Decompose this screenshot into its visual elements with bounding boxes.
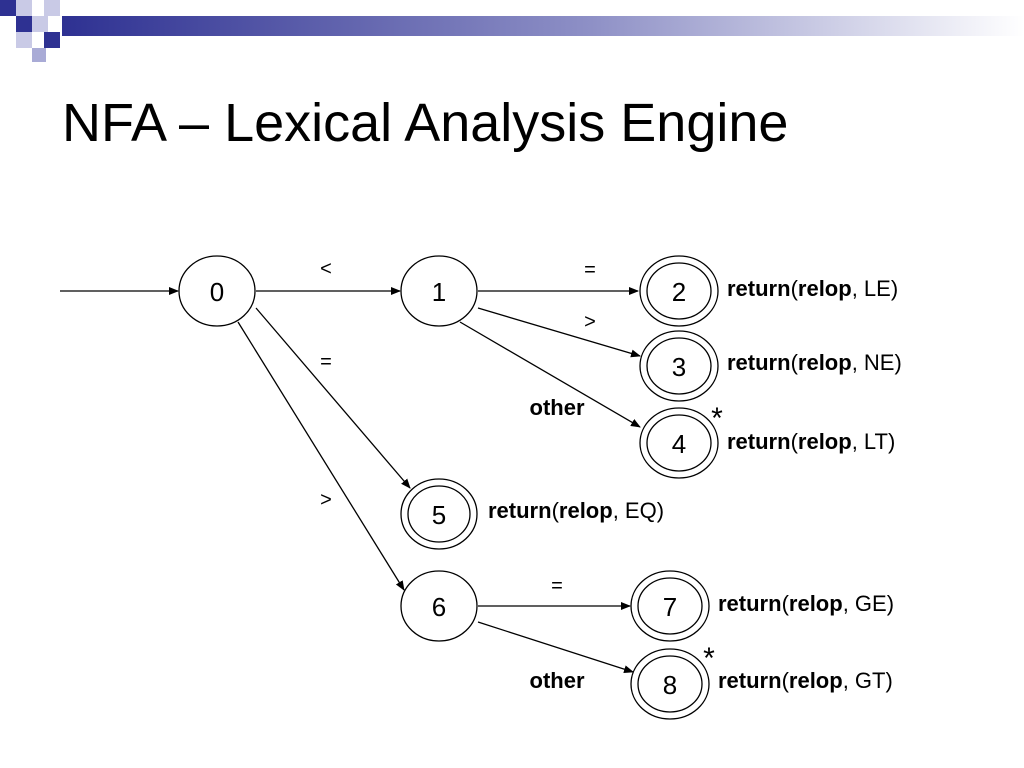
- action-state-3: return(relop, NE): [727, 350, 902, 375]
- state-7: 7: [630, 570, 710, 642]
- edge-1-4: [459, 321, 641, 428]
- edge-label-6-7: =: [551, 575, 563, 597]
- retract-marker-4: *: [711, 402, 723, 435]
- edge-label-6-8: other: [530, 668, 585, 693]
- state-label: 3: [672, 352, 686, 382]
- edge-0-6: [237, 321, 405, 591]
- state-8: 8: [630, 648, 710, 720]
- edge-0-5: [255, 307, 411, 489]
- state-0: 0: [178, 255, 256, 327]
- state-5: 5: [400, 478, 478, 550]
- state-4: 4: [639, 407, 719, 479]
- deco-square: [16, 32, 32, 48]
- edge-labels: < = > other = > = other: [320, 258, 596, 693]
- deco-square: [16, 16, 32, 32]
- action-state-7: return(relop, GE): [718, 591, 894, 616]
- header-decoration: [0, 0, 1024, 62]
- action-state-8: return(relop, GT): [718, 668, 893, 693]
- deco-square: [32, 16, 48, 32]
- deco-square: [44, 0, 60, 16]
- header-bar: [62, 16, 1024, 36]
- edge-label-0-5: =: [320, 351, 332, 373]
- edge-label-1-3: >: [584, 311, 596, 333]
- state-1: 1: [400, 255, 478, 327]
- state-6: 6: [400, 570, 478, 642]
- edge-1-3: [477, 307, 641, 358]
- state-3: 3: [639, 330, 719, 402]
- action-state-2: return(relop, LE): [727, 276, 898, 301]
- edges: [60, 287, 641, 674]
- deco-square: [16, 0, 32, 16]
- state-label: 1: [432, 277, 446, 307]
- deco-square: [32, 48, 46, 62]
- state-label: 6: [432, 592, 446, 622]
- page-title: NFA – Lexical Analysis Engine: [62, 93, 789, 153]
- deco-square: [0, 0, 16, 16]
- state-label: 7: [663, 592, 677, 622]
- state-label: 8: [663, 670, 677, 700]
- action-state-4: return(relop, LT): [727, 429, 895, 454]
- edge-label-1-2: =: [584, 259, 596, 281]
- edge-label-1-4: other: [530, 395, 585, 420]
- actions: return(relop, LE) return(relop, NE) retu…: [488, 276, 902, 693]
- state-2: 2: [639, 255, 719, 327]
- states: 0 1 2 3 4 5 6: [178, 255, 719, 720]
- retract-marker-8: *: [703, 642, 715, 675]
- deco-square: [44, 32, 60, 48]
- action-state-5: return(relop, EQ): [488, 498, 664, 523]
- state-label: 5: [432, 500, 446, 530]
- edge-label-0-1: <: [320, 258, 332, 280]
- edge-label-0-6: >: [320, 489, 332, 511]
- state-label: 0: [210, 277, 224, 307]
- state-label: 2: [672, 277, 686, 307]
- state-label: 4: [672, 429, 686, 459]
- edge-6-8: [477, 621, 634, 674]
